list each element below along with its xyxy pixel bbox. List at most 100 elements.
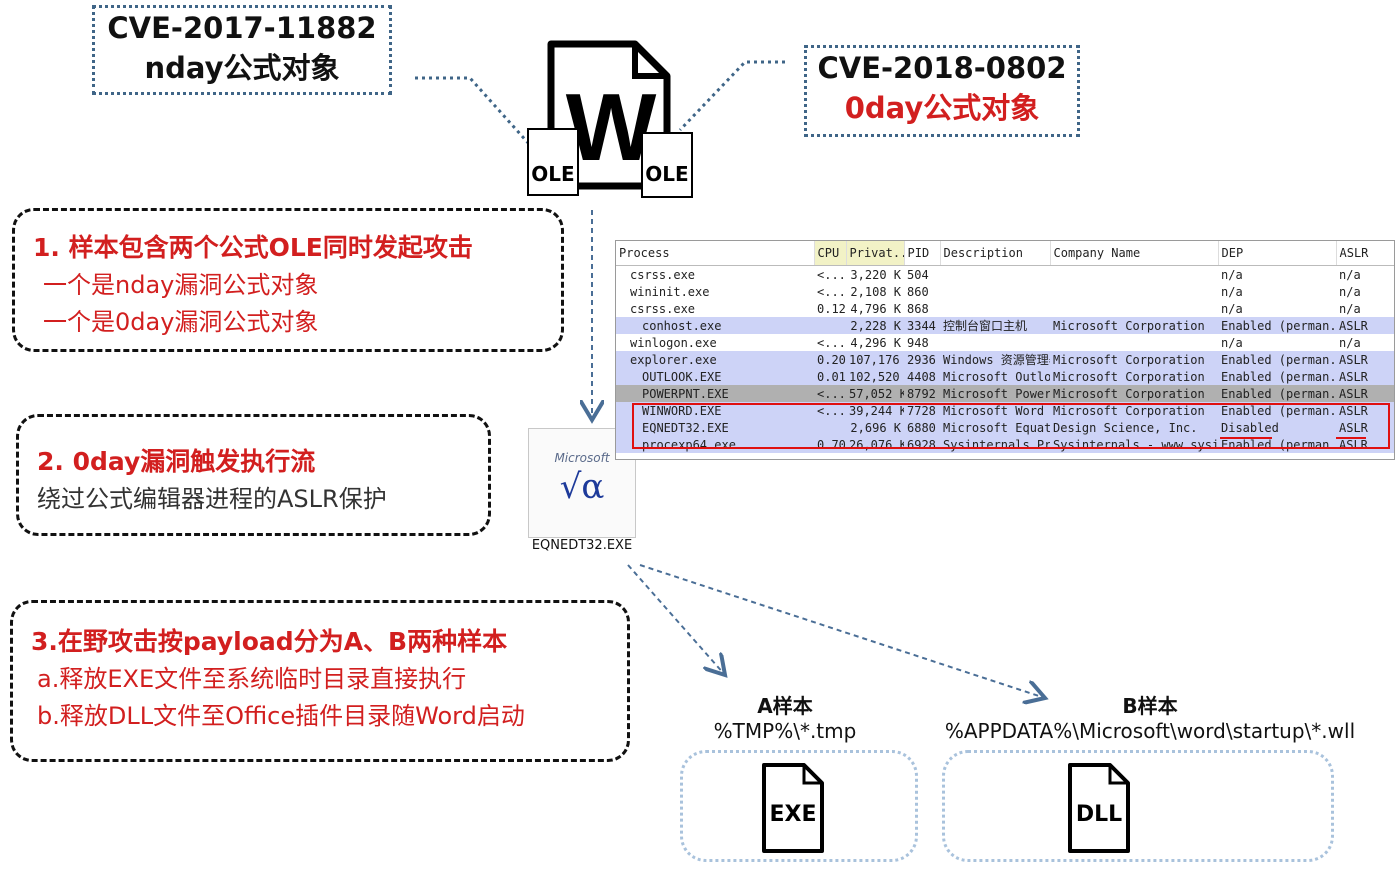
dll-file-icon: DLL xyxy=(1066,762,1132,854)
cell-process-name: csrss.exe xyxy=(630,267,696,282)
cell-cpu xyxy=(814,419,846,436)
sample-a-title: A样本 xyxy=(757,694,813,718)
cell-dep: Enabled (perman... xyxy=(1218,317,1336,334)
step-2-line-1: 绕过公式编辑器进程的ASLR保护 xyxy=(37,485,387,513)
header-pid[interactable]: PID xyxy=(904,241,941,266)
cell-description xyxy=(940,300,1050,317)
highlight-winword-eqnedt xyxy=(632,403,1390,449)
cell-description: Microsoft Outlook xyxy=(940,368,1050,385)
cell-description: Microsoft Power... xyxy=(940,385,1050,402)
cell-private-bytes: 107,176 K xyxy=(846,351,904,368)
header-company[interactable]: Company Name xyxy=(1050,241,1219,266)
cell-cpu: 0.12 xyxy=(817,301,846,316)
cell-aslr: ASLR xyxy=(1336,317,1394,334)
cell-description xyxy=(940,283,1050,300)
step-1-title: 1. 样本包含两个公式OLE同时发起攻击 xyxy=(33,233,473,262)
cell-process-name: csrss.exe xyxy=(630,301,696,316)
eqnedt-brand: Microsoft xyxy=(554,451,610,465)
step-2-box: 2. 0day漏洞触发执行流 绕过公式编辑器进程的ASLR保护 xyxy=(16,414,491,536)
cell-description: Microsoft Word xyxy=(940,402,1050,419)
header-description[interactable]: Description xyxy=(940,241,1051,266)
cell-company: Design Science, Inc. xyxy=(1050,419,1218,436)
cell-private-bytes: 2,696 K xyxy=(846,419,904,436)
dll-file-label: DLL xyxy=(1075,802,1123,827)
cell-pid: 504 xyxy=(907,267,929,282)
connector-left-cve xyxy=(415,76,532,147)
cell-process-name: conhost.exe xyxy=(616,317,814,334)
cell-private-bytes: 57,052 K xyxy=(846,385,904,402)
cell-aslr: ASLR xyxy=(1336,419,1394,436)
word-document-icon: W xyxy=(543,40,673,190)
arrow-to-sample-b xyxy=(639,564,1045,698)
cell-pid: 4408 xyxy=(904,368,940,385)
cell-pid: 860 xyxy=(907,284,929,299)
cell-process-name: wininit.exe xyxy=(630,284,710,299)
process-table-header: Process CPU Privat... PID Description Co… xyxy=(616,241,1394,266)
arrow-to-sample-a xyxy=(627,564,725,675)
header-cpu[interactable]: CPU xyxy=(814,241,847,266)
connector-right-cve xyxy=(678,60,785,132)
cell-description: Microsoft Equat... xyxy=(940,419,1050,436)
cell-description: Windows 资源管理器 xyxy=(940,351,1050,368)
exe-file-label: EXE xyxy=(769,802,817,827)
cve-right-box: CVE-2018-0802 0day公式对象 xyxy=(804,45,1080,137)
cell-dep: Disabled xyxy=(1218,419,1336,436)
cell-process-name: EQNEDT32.EXE xyxy=(616,419,814,436)
header-dep[interactable]: DEP xyxy=(1218,241,1337,266)
cell-pid: 6880 xyxy=(904,419,940,436)
cell-dep: Enabled (perman... xyxy=(1218,368,1336,385)
header-aslr[interactable]: ASLR xyxy=(1336,241,1394,266)
cell-cpu: <... xyxy=(817,267,846,282)
ole-badge-left: OLE xyxy=(527,128,579,196)
cell-description xyxy=(940,334,1050,351)
cell-company: Microsoft Corporation xyxy=(1050,385,1218,402)
cell-private-bytes: 4,796 K xyxy=(850,301,901,316)
cell-process-name: OUTLOOK.EXE xyxy=(616,368,814,385)
cve-left-box: CVE-2017-11882 nday公式对象 xyxy=(92,5,392,95)
cell-private-bytes: 39,244 K xyxy=(846,402,904,419)
step-3-line-1: a.释放EXE文件至系统临时目录直接执行 xyxy=(37,665,467,693)
header-process[interactable]: Process xyxy=(616,241,815,266)
cell-company xyxy=(1050,283,1218,300)
cell-aslr: ASLR xyxy=(1336,402,1394,419)
sample-a-path: %TMP%\*.tmp xyxy=(713,719,857,743)
cell-company: Microsoft Corporation xyxy=(1050,351,1218,368)
sample-b-title: B样本 xyxy=(1122,694,1178,718)
cell-cpu: <... xyxy=(817,284,846,299)
step-1-line-2: 一个是0day漏洞公式对象 xyxy=(43,308,319,336)
ole-badge-right: OLE xyxy=(641,132,693,198)
sample-b-path: %APPDATA%\Microsoft\word\startup\*.wll xyxy=(944,719,1356,743)
cell-cpu: 0.01 xyxy=(814,368,846,385)
step-3-title: 3.在野攻击按payload分为A、B两种样本 xyxy=(31,627,508,656)
underline-disabled xyxy=(1220,437,1272,439)
cell-cpu: 0.20 xyxy=(814,351,846,368)
cell-process-name: explorer.exe xyxy=(616,351,814,368)
cell-aslr: ASLR xyxy=(1336,385,1394,402)
cell-process-name: POWERPNT.EXE xyxy=(616,385,814,402)
cell-cpu: <... xyxy=(817,335,846,350)
cell-pid: 948 xyxy=(907,335,929,350)
cell-pid: 7728 xyxy=(904,402,940,419)
cell-process-name: WINWORD.EXE xyxy=(616,402,814,419)
cell-aslr: n/a xyxy=(1339,284,1361,299)
header-private[interactable]: Privat... xyxy=(846,241,905,266)
cell-aslr: n/a xyxy=(1339,335,1361,350)
cell-cpu xyxy=(814,317,846,334)
cell-process-name: winlogon.exe xyxy=(630,335,717,350)
cell-pid: 3344 xyxy=(904,317,940,334)
cell-pid: 8792 xyxy=(904,385,940,402)
eqnedt-symbol: √α xyxy=(559,467,605,507)
cell-company: Microsoft Corporation xyxy=(1050,317,1218,334)
cell-aslr: ASLR xyxy=(1336,351,1394,368)
